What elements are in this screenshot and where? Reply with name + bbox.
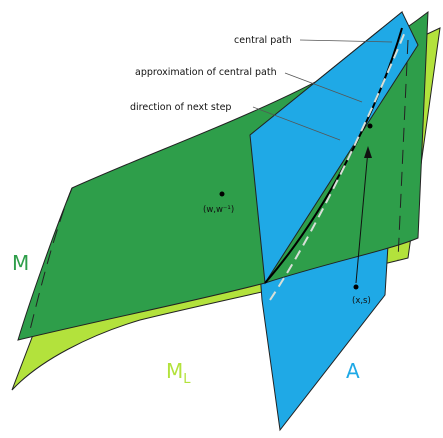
direction-arrowhead-icon bbox=[364, 146, 372, 158]
label-ML: ML bbox=[166, 359, 191, 387]
point-ww bbox=[219, 191, 225, 197]
leader-central-path bbox=[299, 39, 393, 43]
label-ML-sub: L bbox=[183, 372, 191, 387]
leader-approximation bbox=[284, 72, 363, 103]
point-xs bbox=[353, 284, 359, 290]
label-approximation: approximation of central path bbox=[135, 67, 277, 78]
label-M: M bbox=[12, 251, 29, 275]
direction-arrow bbox=[355, 149, 369, 284]
label-direction: direction of next step bbox=[130, 102, 231, 113]
label-ww: (w,w⁻¹) bbox=[203, 205, 234, 215]
plane-A-front bbox=[249, 11, 419, 285]
label-A: A bbox=[346, 359, 360, 383]
label-ML-base: M bbox=[166, 359, 183, 383]
approximation-curve bbox=[269, 31, 406, 301]
label-xs: (x,s) bbox=[352, 296, 371, 306]
hidden-edge-M-left bbox=[29, 187, 73, 331]
label-central-path: central path bbox=[234, 35, 292, 46]
hidden-edge-right bbox=[397, 39, 409, 261]
leader-direction bbox=[252, 106, 341, 141]
point-approx bbox=[367, 123, 373, 129]
